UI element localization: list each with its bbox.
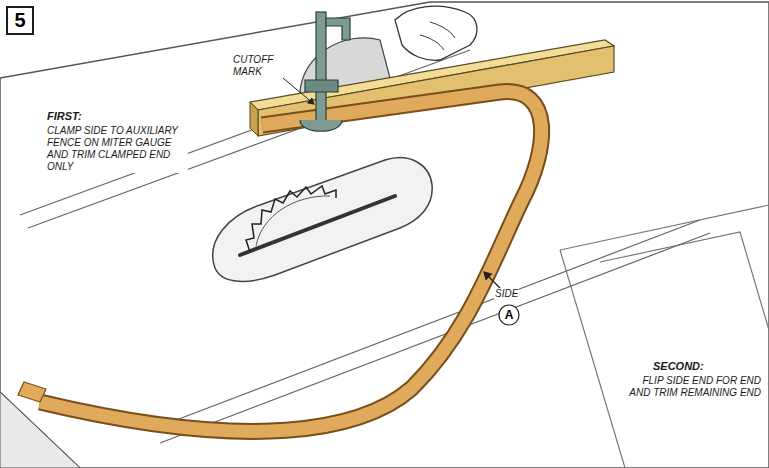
bent-side xyxy=(40,92,542,432)
node-text: A xyxy=(505,308,514,322)
part-label: CUTOFF MARK xyxy=(232,54,286,78)
clamp xyxy=(316,12,326,122)
callout-letter: A xyxy=(498,304,520,326)
leader-line xyxy=(484,272,500,288)
hand xyxy=(395,6,477,60)
step-heading: FIRST: xyxy=(46,110,83,122)
step-number-box: 5 xyxy=(6,6,34,35)
throat-insert xyxy=(213,158,432,282)
saw-blade xyxy=(246,186,336,252)
step-note: FLIP SIDE END FOR END AND TRIM REMAINING… xyxy=(622,375,762,399)
node-text: 5 xyxy=(14,9,25,32)
leader-line xyxy=(283,78,314,104)
part-label: SIDE xyxy=(494,288,519,300)
step-heading: SECOND: xyxy=(652,360,705,372)
step-note: CLAMP SIDE TO AUXILIARY FENCE ON MITER G… xyxy=(46,125,188,173)
